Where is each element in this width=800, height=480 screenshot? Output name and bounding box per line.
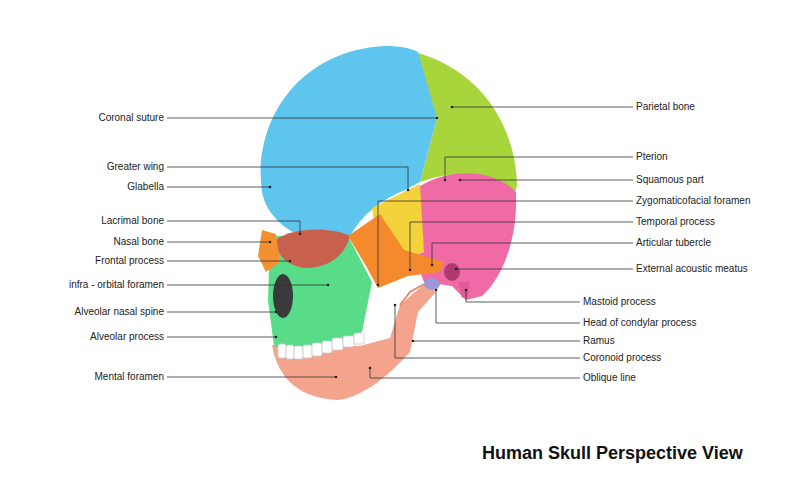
leader-dot bbox=[451, 106, 454, 109]
nasal-cavity bbox=[273, 274, 293, 318]
leader-line bbox=[413, 341, 580, 342]
zygomatic-bone bbox=[348, 214, 444, 288]
leader-line bbox=[370, 368, 580, 378]
leader-dot bbox=[275, 311, 278, 314]
temporal-bone bbox=[412, 173, 516, 300]
ramus-notch bbox=[400, 284, 424, 305]
leader-dot bbox=[269, 186, 272, 189]
part-label: Zygomaticofacial foramen bbox=[636, 194, 751, 208]
leader-dot bbox=[275, 336, 278, 339]
part-label: Temporal process bbox=[636, 215, 715, 229]
leader-line bbox=[167, 312, 276, 313]
leader-dot bbox=[369, 367, 372, 370]
part-label: Mental foramen bbox=[95, 370, 164, 384]
leader-line bbox=[167, 167, 408, 190]
part-label: Greater wing bbox=[107, 160, 164, 174]
leader-dot bbox=[327, 284, 330, 287]
part-label: Articular tubercle bbox=[636, 236, 711, 250]
condyle bbox=[424, 278, 440, 290]
diagram-title: Human Skull Perspective View bbox=[482, 443, 743, 464]
leader-dot bbox=[435, 289, 438, 292]
part-label: Frontal process bbox=[95, 254, 164, 268]
leader-line bbox=[167, 261, 290, 262]
acoustic-meatus bbox=[444, 263, 460, 281]
leader-dot bbox=[436, 117, 439, 120]
leader-dot bbox=[269, 241, 272, 244]
leader-line bbox=[436, 290, 580, 323]
leader-dot bbox=[289, 260, 292, 263]
leader-line bbox=[167, 242, 270, 243]
leader-dot bbox=[465, 289, 468, 292]
leader-line bbox=[456, 269, 633, 270]
part-label: Alveolar process bbox=[90, 330, 164, 344]
part-label: Coronoid process bbox=[583, 351, 661, 365]
leader-line bbox=[452, 107, 633, 108]
part-label: Nasal bone bbox=[113, 235, 164, 249]
leader-dot bbox=[444, 179, 447, 182]
part-label: Glabella bbox=[127, 180, 164, 194]
leader-line bbox=[460, 180, 633, 181]
leader-line bbox=[167, 377, 336, 378]
leader-line bbox=[167, 337, 276, 338]
part-label: Mastoid process bbox=[583, 295, 656, 309]
leader-line bbox=[167, 285, 328, 286]
leader-dot bbox=[455, 268, 458, 271]
leader-line bbox=[167, 187, 270, 188]
leader-line bbox=[466, 290, 580, 302]
part-label: Parietal bone bbox=[636, 100, 695, 114]
part-label: Coronal suture bbox=[98, 111, 164, 125]
leader-dot bbox=[394, 304, 397, 307]
part-label: Head of condylar process bbox=[583, 316, 696, 330]
part-label: Pterion bbox=[636, 150, 668, 164]
leader-line bbox=[167, 221, 300, 234]
mastoid-process bbox=[458, 282, 470, 298]
part-label: Oblique line bbox=[583, 371, 636, 385]
leader-dot bbox=[431, 264, 434, 267]
leader-line bbox=[445, 157, 633, 180]
part-label: Lacrimal bone bbox=[101, 214, 164, 228]
leader-dot bbox=[459, 179, 462, 182]
part-label: Squamous part bbox=[636, 173, 704, 187]
part-label: Alveolar nasal spine bbox=[75, 305, 165, 319]
teeth bbox=[278, 333, 364, 359]
leader-dot bbox=[299, 233, 302, 236]
leader-dot bbox=[409, 269, 412, 272]
part-label: Ramus bbox=[583, 334, 615, 348]
part-label: External acoustic meatus bbox=[636, 262, 748, 276]
leader-dot bbox=[407, 189, 410, 192]
leader-line bbox=[410, 222, 633, 270]
leader-line bbox=[432, 243, 633, 265]
leader-line bbox=[378, 201, 633, 285]
part-label: infra - orbital foramen bbox=[69, 278, 164, 292]
leader-line bbox=[167, 118, 437, 119]
leader-dot bbox=[412, 340, 415, 343]
leader-dot bbox=[377, 284, 380, 287]
nasal-bone bbox=[258, 230, 280, 272]
leader-line bbox=[395, 305, 580, 358]
orbit bbox=[276, 230, 350, 268]
leader-dot bbox=[335, 376, 338, 379]
